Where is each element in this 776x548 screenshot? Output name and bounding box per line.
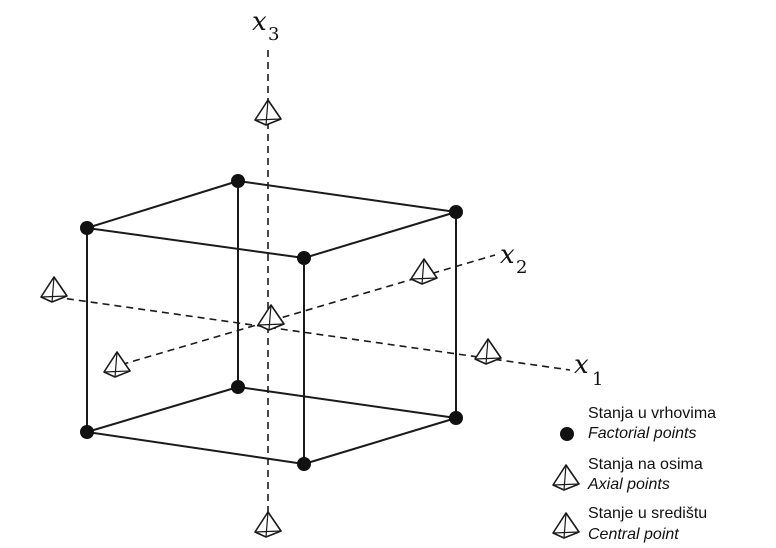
- legend-central-title: Stanje u središtu: [588, 505, 707, 522]
- cube-edge: [86, 180, 239, 229]
- axis-x1-sub: 1: [592, 369, 603, 390]
- axis-x3-label: x 3: [252, 7, 279, 45]
- pyramid-icon: [552, 464, 580, 491]
- central-point: [257, 304, 285, 331]
- axis-x2-sub: 2: [516, 257, 527, 278]
- factorial-point: [449, 411, 463, 425]
- cube-edge: [86, 431, 305, 465]
- filled-circle-icon: [560, 427, 574, 441]
- cube-edge: [303, 417, 457, 465]
- axis-x3-var: x: [252, 7, 267, 37]
- legend-item-factorial: Stanja u vrhovima Factorial points: [560, 405, 716, 442]
- axis-x2-line: [109, 254, 496, 369]
- axial-point: [103, 351, 131, 378]
- cube-edge: [86, 227, 305, 259]
- axial-point: [254, 99, 282, 126]
- cube-edge: [86, 386, 239, 433]
- axial-point: [40, 276, 68, 303]
- legend-axial-title: Stanja na osima: [588, 456, 703, 473]
- factorial-point: [297, 251, 311, 265]
- factorial-point: [231, 380, 245, 394]
- legend-factorial-subtitle: Factorial points: [588, 425, 697, 442]
- axis-x2-var: x: [500, 240, 515, 270]
- axis-x1-var: x: [574, 350, 589, 380]
- factorial-point: [231, 174, 245, 188]
- factorial-point: [297, 457, 311, 471]
- pyramid-icon: [552, 512, 580, 539]
- axis-x3-sub: 3: [268, 24, 279, 45]
- axial-point: [474, 338, 502, 365]
- factorial-point: [449, 205, 463, 219]
- legend: Stanja u vrhovima Factorial points Stanj…: [552, 405, 716, 543]
- factorial-point: [80, 221, 94, 235]
- legend-item-central: Stanje u središtu Central point: [552, 505, 707, 543]
- legend-factorial-title: Stanja u vrhovima: [588, 405, 716, 422]
- legend-axial-subtitle: Axial points: [587, 476, 670, 493]
- axis-x1-label: x 1: [574, 350, 603, 390]
- cube-edge: [303, 211, 457, 259]
- cube-edge: [237, 180, 457, 213]
- cube-edges: [86, 180, 457, 465]
- legend-central-subtitle: Central point: [588, 526, 679, 543]
- axis-x2-label: x 2: [500, 240, 527, 278]
- cube-edge: [237, 386, 457, 419]
- axial-point: [254, 511, 282, 538]
- factorial-point: [80, 425, 94, 439]
- legend-item-axial: Stanja na osima Axial points: [552, 456, 703, 493]
- axial-point: [410, 258, 438, 285]
- factorial-points: [80, 174, 463, 471]
